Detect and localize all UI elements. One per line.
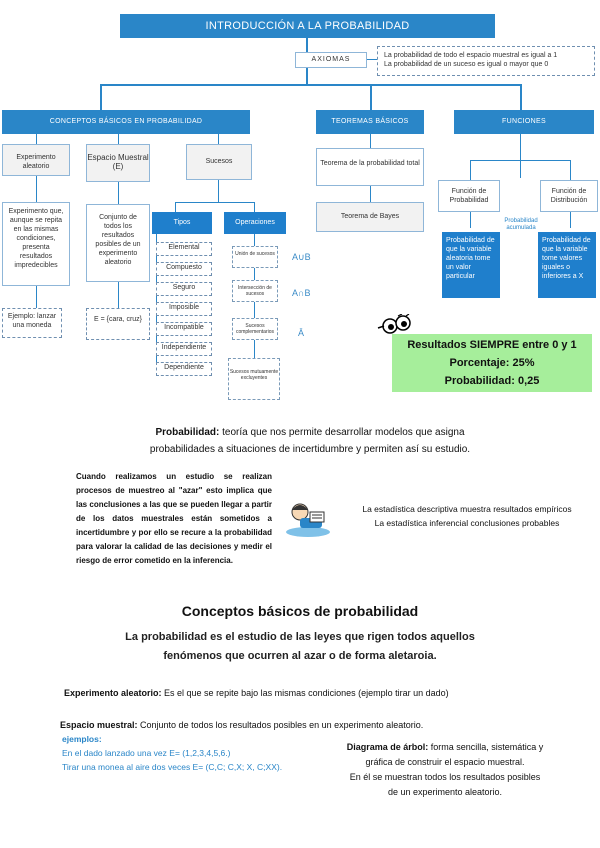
- op-symbol: A∩B: [292, 288, 311, 298]
- connector: [570, 212, 571, 228]
- tipos-box: Tipos: [152, 212, 212, 234]
- connector: [370, 134, 371, 148]
- tipo-item: Dependiente: [156, 362, 212, 376]
- teorema-total: Teorema de la probabilidad total: [316, 148, 424, 186]
- axiomas-box: AXIOMAS: [295, 52, 367, 68]
- experimento-def-label: Experimento aleatorio:: [64, 688, 162, 698]
- axioma-2: La probabilidad de un suceso es igual o …: [384, 61, 549, 68]
- tipo-item: Incompatible: [156, 322, 212, 336]
- connector: [370, 84, 372, 110]
- connector: [370, 186, 371, 202]
- connector: [218, 180, 219, 202]
- connector: [470, 160, 570, 161]
- teorema-bayes: Teorema de Bayes: [316, 202, 424, 232]
- tipo-item: Independiente: [156, 342, 212, 356]
- arbol-block: Diagrama de árbol: forma sencilla, siste…: [322, 740, 568, 800]
- connector: [520, 84, 522, 110]
- operaciones-box: Operaciones: [224, 212, 286, 234]
- espacio-def: Espacio muestral: Conjunto de todos los …: [60, 718, 600, 732]
- f2-desc: Probabilidad de que la variable tome val…: [538, 232, 596, 298]
- arbol-line-2: gráfica de construir el espacio muestral…: [365, 757, 525, 767]
- resultados-box: Resultados SIEMPRE entre 0 y 1 Porcentaj…: [392, 334, 592, 392]
- connector: [100, 84, 520, 86]
- op-symbol: Ā: [298, 328, 305, 338]
- axioma-1: La probabilidad de todo el espacio muest…: [384, 52, 558, 59]
- arbol-label: Diagrama de árbol:: [346, 742, 429, 752]
- connector: [520, 134, 521, 178]
- funcion-probabilidad: Función de Probabilidad: [438, 180, 500, 212]
- operacion-item: Unión de sucesos: [232, 246, 278, 268]
- acumulada-label: Probabilidad acumulada: [504, 218, 538, 231]
- connector: [100, 84, 102, 110]
- espacio-def-label: Espacio muestral:: [60, 720, 138, 730]
- ejemplo-box: Ejemplo: lanzar una moneda: [2, 308, 62, 338]
- arbol-line-3: En él se muestran todos los resultados p…: [349, 772, 541, 782]
- muestreo-paragraph: Cuando realizamos un estudio se realizan…: [76, 472, 272, 565]
- f1-desc: Probabilidad de que la variable aleatori…: [442, 232, 500, 298]
- operacion-item: Sucesos complementarios: [232, 318, 278, 340]
- basicos-sub-2: fenómenos que ocurren al azar o de forma…: [163, 650, 437, 662]
- funciones-bar: FUNCIONES: [454, 110, 594, 134]
- connector: [306, 38, 308, 52]
- espacio-e-box: E = {cara, cruz}: [86, 308, 150, 340]
- operacion-item: Intersección de sucesos: [232, 280, 278, 302]
- eyes-icon: [376, 313, 416, 336]
- arbol-line-1: forma sencilla, sistemática y: [428, 742, 544, 752]
- connector: [570, 160, 571, 180]
- resultados-line-3: Probabilidad: 0,25: [444, 375, 540, 387]
- teoremas-bar: TEOREMAS BÁSICOS: [316, 110, 424, 134]
- op-symbol: A∪B: [292, 252, 311, 262]
- estadistica-text: La estadística descriptiva muestra resul…: [334, 502, 600, 530]
- conceptos-bar: CONCEPTOS BÁSICOS EN PROBABILIDAD: [2, 110, 250, 134]
- experimento-box: Experimento aleatorio: [2, 144, 70, 176]
- header-bar: INTRODUCCIÓN A LA PROBABILIDAD: [120, 14, 495, 38]
- connector: [306, 68, 308, 84]
- definicion-text-1: teoría que nos permite desarrollar model…: [219, 427, 465, 438]
- connector: [118, 282, 119, 308]
- connector: [118, 134, 119, 144]
- tipo-item: Elemental: [156, 242, 212, 256]
- tipo-item: Imposible: [156, 302, 212, 316]
- experimento-def-text: Es el que se repite bajo las mismas cond…: [161, 688, 449, 698]
- connector: [367, 59, 377, 60]
- connector: [118, 182, 119, 204]
- estadistica-line-1: La estadística descriptiva muestra resul…: [362, 504, 572, 514]
- connector: [470, 212, 471, 228]
- connector: [218, 134, 219, 144]
- tipo-item: Seguro: [156, 282, 212, 296]
- axiomas-text: La probabilidad de todo el espacio muest…: [377, 46, 595, 76]
- funcion-distribucion: Función de Distribución: [540, 180, 598, 212]
- estadistica-line-2: La estadística inferencial conclusiones …: [374, 518, 560, 528]
- basicos-title: Conceptos básicos de probabilidad: [181, 603, 419, 619]
- experimento-desc: Experimento que, aunque se repita en las…: [2, 202, 70, 286]
- espacio-def-text: Conjunto de todos los resultados posible…: [137, 720, 424, 730]
- operacion-item: Sucesos mutuamente excluyentes: [228, 358, 280, 400]
- connector: [36, 134, 37, 144]
- definicion: Probabilidad: teoría que nos permite des…: [100, 424, 520, 458]
- espacio-box: Espacio Muestral (E): [86, 144, 150, 182]
- arbol-line-4: de un experimento aleatorio.: [387, 787, 503, 797]
- experimento-def: Experimento aleatorio: Es el que se repi…: [64, 686, 600, 700]
- sucesos-box: Sucesos: [186, 144, 252, 180]
- connector: [470, 160, 471, 180]
- connector: [36, 286, 37, 308]
- ejemplos-block: ejemplos: En el dado lanzado una vez E= …: [62, 732, 332, 774]
- connector: [175, 202, 255, 203]
- connector: [36, 176, 37, 202]
- connector: [254, 202, 255, 212]
- basicos-sub-1: La probabilidad es el estudio de las ley…: [125, 631, 475, 643]
- ejemplo-1: En el dado lanzado una vez E= (1,2,3,4,5…: [62, 748, 231, 758]
- resultados-line-2: Porcentaje: 25%: [449, 357, 535, 369]
- espacio-desc: Conjunto de todos los resultados posible…: [86, 204, 150, 282]
- definicion-label: Probabilidad:: [155, 427, 220, 438]
- definicion-text-2: probabilidades a situaciones de incertid…: [149, 444, 471, 455]
- ejemplos-label: ejemplos:: [62, 734, 102, 744]
- tipo-item: Compuesto: [156, 262, 212, 276]
- basicos-subtitle: La probabilidad es el estudio de las ley…: [0, 628, 600, 666]
- student-reading-icon: [284, 500, 332, 538]
- connector: [175, 202, 176, 212]
- resultados-line-1: Resultados SIEMPRE entre 0 y 1: [407, 339, 577, 351]
- ejemplo-2: Tirar una monea al aire dos veces E= (C,…: [62, 762, 283, 772]
